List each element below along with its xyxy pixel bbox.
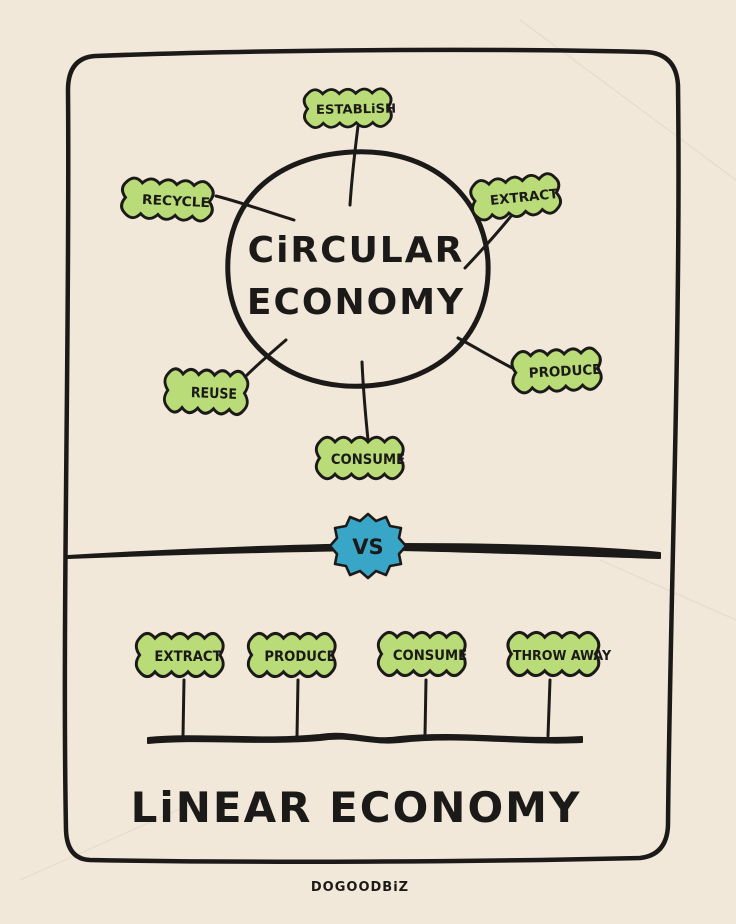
node-extract: EXTRACT: [468, 171, 564, 223]
divider-line: [67, 543, 661, 559]
linear-economy-diagram: EXTRACT PRODUCE CONSUME THROW AWAY LiNEA…: [131, 630, 612, 832]
linear-step-consume: CONSUME: [376, 630, 467, 678]
circular-economy-circle: [225, 149, 491, 389]
node-reuse: REUSE: [162, 366, 250, 417]
node-recycle: RECYCLE: [119, 176, 216, 224]
linear-stems: [181, 678, 552, 738]
node-label-consume: CONSUME: [331, 451, 405, 467]
linear-step-extract: EXTRACT: [134, 631, 225, 679]
node-label-produce: PRODUCE: [528, 362, 601, 382]
linear-step-throw-away: THROW AWAY: [506, 630, 612, 678]
node-label-establish: ESTABLiSH: [316, 102, 396, 118]
linear-step-label-produce: PRODUCE: [264, 648, 335, 665]
frame-border: [62, 47, 681, 864]
node-label-extract: EXTRACT: [489, 187, 560, 209]
linear-step-produce: PRODUCE: [246, 631, 337, 679]
circular-title-line1: CiRCULAR: [248, 230, 465, 271]
linear-step-label-extract: EXTRACT: [154, 648, 222, 665]
brand-logo: DOGOODBiZ: [311, 880, 409, 895]
linear-title: LiNEAR ECONOMY: [131, 783, 582, 832]
linear-step-label-throw-away: THROW AWAY: [513, 649, 612, 664]
linear-baseline: [147, 732, 583, 744]
circular-title-line2: ECONOMY: [247, 282, 465, 323]
vs-label: VS: [352, 535, 383, 559]
node-consume: CONSUME: [314, 435, 405, 481]
circular-economy-diagram: CiRCULAR ECONOMY ESTABLiSH RECYCLE EXTRA…: [119, 87, 604, 481]
node-label-reuse: REUSE: [191, 384, 238, 403]
vs-badge: [328, 512, 408, 580]
linear-step-label-consume: CONSUME: [393, 647, 467, 664]
node-label-recycle: RECYCLE: [142, 192, 211, 211]
node-produce: PRODUCE: [509, 345, 604, 395]
node-establish: ESTABLiSH: [302, 87, 396, 130]
divider: VS: [67, 512, 661, 580]
paper-texture: [19, 19, 736, 881]
